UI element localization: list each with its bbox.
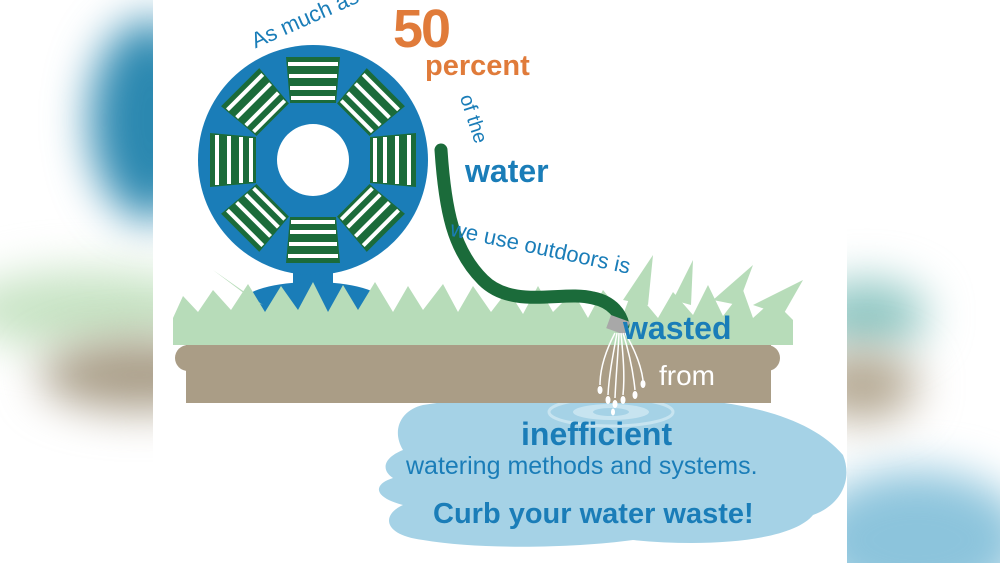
headline-unit: percent — [425, 50, 530, 82]
blurred-right-margin — [847, 0, 1000, 563]
headline-from: from — [659, 360, 715, 391]
hose-reel-icon — [198, 45, 428, 275]
headline-subject: water — [465, 153, 549, 189]
water-droplets — [597, 380, 646, 416]
call-to-action: Curb your water waste! — [433, 498, 754, 530]
illustration — [173, 45, 847, 547]
water-spray — [599, 332, 644, 399]
headline-number: 50 — [393, 0, 451, 59]
garden-hose — [434, 143, 630, 332]
hose-nozzle — [606, 315, 630, 335]
headline-cause-rest: watering methods and systems. — [406, 452, 758, 480]
blurred-left-margin — [0, 0, 153, 563]
grass — [173, 255, 803, 345]
headline-verb: wasted — [623, 310, 732, 346]
headline-cause-bold: inefficient — [521, 416, 673, 452]
infographic-canvas: As much as 50 percent of the water we us… — [153, 0, 847, 563]
